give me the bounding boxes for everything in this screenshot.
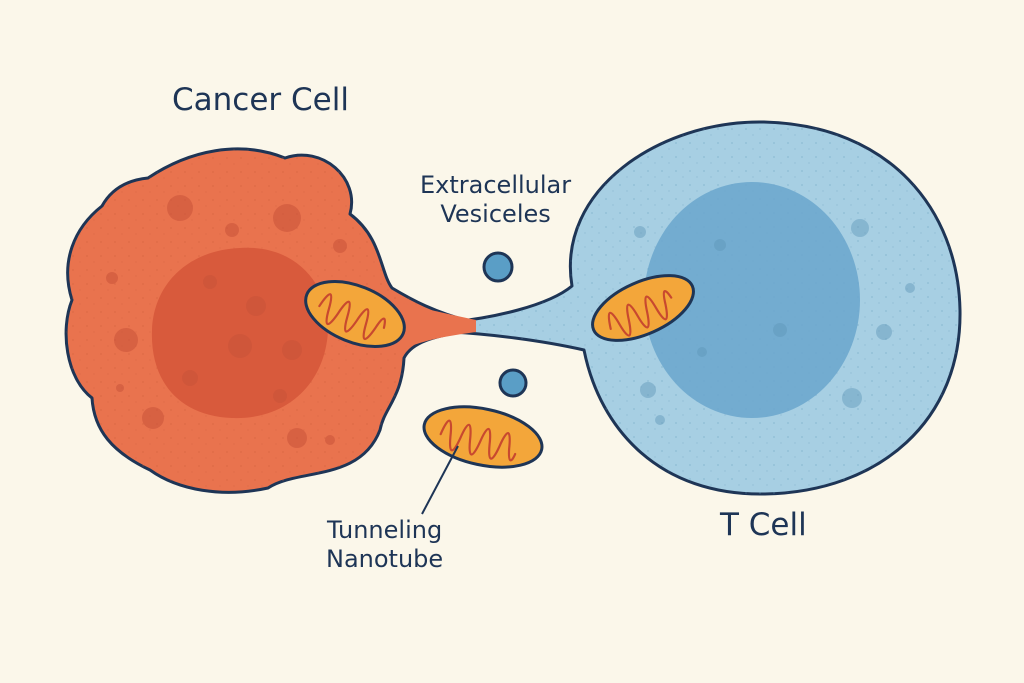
mitochondrion-icon <box>304 280 406 348</box>
cancer-cell <box>64 147 476 494</box>
extracellular-vesicles-label-line2: Vesiceles <box>440 200 551 229</box>
extracellular-vesicles-label-line1: Extracellular <box>420 171 572 199</box>
extracellular-vesicles-label: Extracellular Vesiceles <box>420 171 571 230</box>
vesicle-icon <box>498 368 528 398</box>
t-cell-nucleus <box>644 182 860 418</box>
tunneling-nanotube-label-line1: Tunneling <box>326 516 443 544</box>
mitochondrion-icon <box>422 405 544 469</box>
cancer-cell-label: Cancer Cell <box>172 82 349 118</box>
t-cell-label: T Cell <box>720 507 807 543</box>
nanotube-leader-line <box>421 445 459 515</box>
cancer-cell-spots <box>106 195 347 448</box>
tunneling-nanotube-label: Tunneling Nanotube <box>326 516 443 575</box>
cancer-cell-nucleus <box>151 247 329 419</box>
t-cell <box>450 120 962 496</box>
vesicle-icon <box>482 251 514 283</box>
mitochondrion-icon <box>591 274 695 342</box>
t-cell-spots <box>634 219 915 425</box>
tunneling-nanotube-label-line2: Nanotube <box>326 545 444 574</box>
